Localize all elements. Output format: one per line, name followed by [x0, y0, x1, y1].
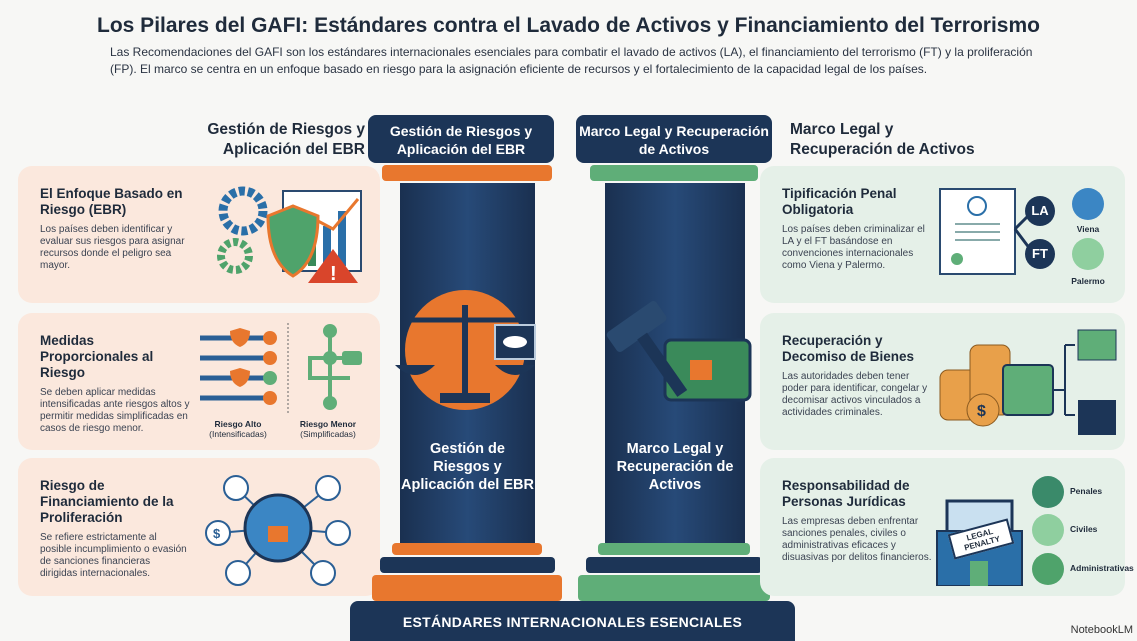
civil-icon — [1032, 514, 1064, 546]
left-pillar-base — [380, 557, 555, 573]
bottom-banner: ESTÁNDARES INTERNACIONALES ESENCIALES — [350, 601, 795, 641]
page-title: Los Pilares del GAFI: Estándares contra … — [97, 14, 1040, 37]
svg-text:$: $ — [977, 403, 986, 420]
badge-ft: FT — [1025, 239, 1055, 269]
card-decomiso: Recuperación y Decomiso de Bienes Las au… — [760, 313, 1125, 450]
card-personas-juridicas: Responsabilidad de Personas Jurídicas La… — [760, 458, 1134, 596]
card-text: Se deben aplicar medidas intensificadas … — [40, 387, 190, 434]
badge-la: LA — [1025, 196, 1055, 226]
label-palermo: Palermo — [1071, 276, 1105, 286]
right-pillar-plinth — [578, 575, 770, 601]
gavel-chest-icon — [606, 301, 752, 402]
watermark: NotebookLM — [1070, 624, 1133, 636]
right-pillar-base — [586, 557, 762, 573]
un-emblem-green-icon — [1072, 238, 1104, 270]
card-title: El Enfoque Basado en Riesgo (EBR) — [40, 186, 183, 217]
right-pillar-top-band — [590, 165, 758, 181]
card-title: Tipificación Penal Obligatoria — [782, 186, 897, 217]
left-column-heading: Gestión de Riesgos y Aplicación del EBR — [207, 121, 365, 158]
left-pillar-plinth — [372, 575, 562, 601]
card-proporcionales: Medidas Proporcionales al Riesgo Se debe… — [18, 313, 380, 450]
right-pillar-base-band — [598, 543, 750, 555]
un-emblem-blue-icon — [1072, 188, 1104, 220]
left-pillar-text: Gestión de Riesgos y Aplicación del EBR — [401, 441, 534, 493]
left-pillar-top-band — [382, 165, 552, 181]
svg-text:$: $ — [213, 526, 221, 541]
card-text: Las autoridades deben tener poder para i… — [782, 371, 928, 418]
label-civiles: Civiles — [1070, 524, 1098, 534]
card-text: Los países deben criminalizar el LA y el… — [782, 224, 925, 271]
card-text: Los países deben identificar y evaluar s… — [40, 224, 185, 271]
label-riesgo-menor: Riesgo Menor(Simplificadas) — [299, 419, 357, 439]
legal-document-icon — [939, 188, 1032, 275]
coins-safe-icon: $ — [939, 329, 1117, 435]
card-title: Medidas Proporcionales al Riesgo — [40, 333, 154, 380]
scale-eye-icon — [395, 290, 536, 410]
right-column-heading: Marco Legal y Recuperación de Activos — [790, 121, 975, 158]
label-viena: Viena — [1076, 224, 1100, 234]
right-pillar-text: Marco Legal y Recuperación de Activos — [616, 441, 734, 493]
card-text: Se refiere estrictamente al posible incu… — [40, 532, 187, 579]
label-administrativas: Administrativas — [1070, 563, 1134, 573]
administrative-icon — [1032, 553, 1064, 585]
gavel-icon — [1032, 476, 1064, 508]
risk-flow-icon — [200, 323, 362, 413]
gears-shield-chart-icon: ! — [217, 186, 362, 285]
card-title: Riesgo de Financiamiento de la Prolifera… — [40, 478, 174, 525]
label-penales: Penales — [1070, 486, 1103, 496]
svg-text:!: ! — [330, 263, 337, 285]
right-pillar-cap: Marco Legal y Recuperación de Activos — [576, 115, 772, 163]
globe-lock-network-icon: $ — [205, 475, 351, 586]
left-pillar-base-band — [392, 543, 542, 555]
card-text: Las empresas deben enfrentar sanciones p… — [782, 516, 932, 563]
left-pillar-cap: Gestión de Riesgos y Aplicación del EBR — [368, 115, 554, 163]
subtitle: Las Recomendaciones del GAFI son los est… — [110, 45, 1033, 76]
card-tipificacion: Tipificación Penal Obligatoria Los paíse… — [760, 166, 1125, 303]
label-riesgo-alto: Riesgo Alto(Intensificadas) — [209, 419, 267, 439]
card-ebr: El Enfoque Basado en Riesgo (EBR) Los pa… — [18, 166, 380, 303]
card-proliferacion: Riesgo de Financiamiento de la Prolifera… — [18, 458, 380, 596]
card-title: Recuperación y Decomiso de Bienes — [782, 333, 915, 364]
card-title: Responsabilidad de Personas Jurídicas — [782, 478, 910, 509]
